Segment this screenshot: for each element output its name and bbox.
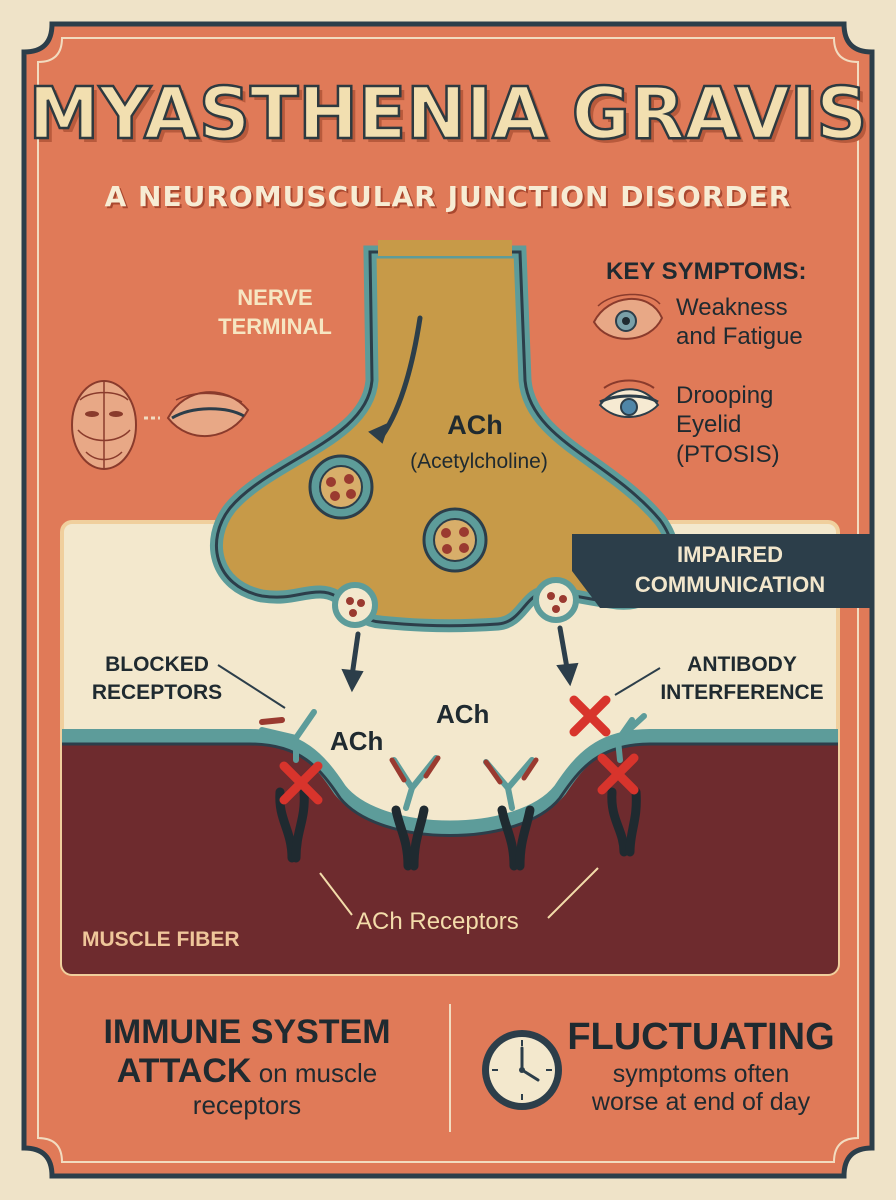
fluctuating-note: FLUCTUATING symptoms often worse at end …: [566, 1016, 836, 1117]
blocked-leader-line: [217, 664, 286, 709]
immune-attack-note: IMMUNE SYSTEM ATTACK on muscle receptors: [72, 1013, 422, 1121]
muscle-membrane: [62, 729, 838, 835]
immune-line2-rest: on muscle: [251, 1058, 378, 1089]
blocked-x-mark: [569, 695, 611, 737]
symptom-ptosis-line1: Drooping: [676, 382, 774, 409]
ach-receptor: [391, 805, 429, 871]
antibody: [614, 713, 647, 763]
symptom-weakness-line2: and Fatigue: [676, 323, 803, 351]
fluctuating-line3: worse at end of day: [591, 1088, 811, 1117]
inner-frame-line: [37, 37, 859, 1163]
antibody: [483, 757, 539, 811]
nerve-axon-top: [378, 240, 512, 256]
receptor-leader-line: [319, 872, 353, 916]
nerve-terminal-outline: [215, 250, 675, 628]
muscle-fiber-label: MUSCLE FIBER: [82, 928, 240, 951]
antibody-leader-line: [614, 667, 661, 696]
receptor-leader-line: [547, 867, 599, 919]
cleft-ach-label: ACh: [436, 699, 490, 729]
poster-subtitle: A NEUROMUSCULAR JUNCTION DISORDER: [104, 180, 792, 213]
antibody: [259, 709, 317, 763]
symptom-ptosis: Drooping Eyelid (PTOSIS): [676, 381, 780, 469]
clock-icon: [482, 1030, 562, 1110]
eye-weakness-icon: [592, 293, 664, 340]
release-arrow: [556, 625, 579, 687]
release-vesicle: [332, 582, 378, 628]
closed-eye-icon: [166, 391, 250, 438]
impaired-banner: [572, 534, 870, 608]
nerve-terminal-label-line2: TERMINAL: [218, 313, 332, 339]
symptom-weakness: Weakness and Fatigue: [676, 293, 803, 352]
nerve-terminal-label-line1: NERVE: [237, 285, 313, 310]
blocked-line2: RECEPTORS: [91, 681, 223, 705]
cleft-ach-label: ACh: [330, 726, 384, 756]
acetylcholine-label: (Acetylcholine): [410, 450, 548, 473]
nerve-terminal-label: NERVE TERMINAL: [200, 284, 350, 341]
signal-arrow: [368, 315, 423, 444]
antibody-line2: INTERFERENCE: [660, 681, 824, 705]
antibody-line1: ANTIBODY: [687, 653, 797, 676]
blocked-line1: BLOCKED: [105, 653, 209, 676]
poster-title: MYASTHENIA GRAVIS: [27, 72, 868, 155]
symptom-ptosis-line2: Eyelid: [676, 411, 742, 439]
release-vesicle: [533, 577, 579, 623]
vesicle: [422, 507, 488, 573]
drooping-eyelid-icon: [598, 379, 660, 418]
antibody-interference-label: ANTIBODY INTERFERENCE: [646, 651, 838, 708]
blocked-x-mark: [597, 753, 639, 795]
symptom-ptosis-line3: (PTOSIS): [676, 440, 780, 468]
face-muscles-icon: [71, 380, 137, 470]
impaired-line2: COMMUNICATION: [634, 571, 826, 597]
muscle-fiber: [62, 736, 838, 974]
vesicle: [308, 454, 374, 520]
ach-receptor: [607, 787, 641, 857]
immune-line1: IMMUNE SYSTEM: [103, 1013, 391, 1051]
impaired-communication-label: IMPAIRED COMMUNICATION: [596, 540, 864, 599]
blocked-x-mark: [279, 761, 323, 805]
release-arrow: [341, 631, 364, 693]
fluctuating-line2: symptoms often: [612, 1059, 790, 1088]
ach-receptor: [497, 805, 535, 871]
ach-label: ACh: [447, 410, 503, 440]
antibody: [389, 755, 441, 811]
blocked-receptors-label: BLOCKED RECEPTORS: [82, 651, 232, 708]
immune-line3: receptors: [192, 1090, 302, 1121]
key-symptoms-heading: KEY SYMPTOMS:: [606, 258, 807, 285]
symptom-weakness-line1: Weakness: [676, 294, 788, 321]
fluctuating-heading: FLUCTUATING: [567, 1016, 835, 1058]
impaired-line1: IMPAIRED: [677, 542, 783, 567]
muscle-membrane-outline: [62, 742, 838, 837]
immune-attack-word: ATTACK: [116, 1052, 252, 1091]
ach-receptors-label: ACh Receptors: [356, 908, 519, 935]
